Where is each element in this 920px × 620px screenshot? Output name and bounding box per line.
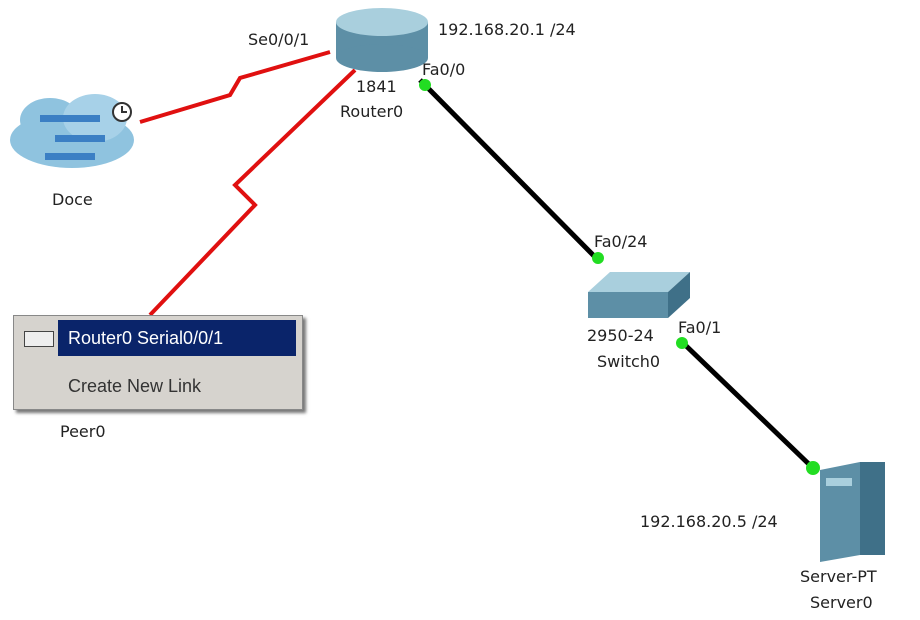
router-name-label: Router0 [340, 102, 404, 121]
switch-down-port-label: Fa0/1 [678, 318, 722, 337]
server-ip-label: 192.168.20.5 /24 [640, 512, 778, 531]
router-ip-label: 192.168.20.1 /24 [438, 20, 576, 39]
switch-model-label: 2950-24 [587, 326, 654, 345]
cloud-name-label: Doce [52, 190, 93, 209]
serial-port-icon [24, 331, 54, 347]
link-light [676, 337, 688, 349]
menu-item-create-new-link[interactable]: Create New Link [68, 375, 202, 396]
switch-up-port-label: Fa0/24 [594, 232, 648, 251]
router-serial-port-label: Se0/0/1 [248, 30, 310, 49]
link-context-menu: Router0 Serial0/0/1 Create New Link [13, 315, 303, 410]
router-fa-port-label: Fa0/0 [422, 60, 466, 79]
router-icon[interactable] [336, 8, 428, 72]
server-icon[interactable] [820, 462, 885, 562]
serial-link-peer-router[interactable] [148, 68, 357, 317]
link-light [806, 461, 820, 475]
link-light [592, 252, 604, 264]
peer-name-label: Peer0 [60, 422, 106, 441]
cloud-icon[interactable] [10, 94, 134, 168]
switch-icon[interactable] [588, 272, 690, 318]
serial-link-cloud-router[interactable] [139, 50, 331, 124]
clock-icon [112, 102, 132, 122]
ethernet-link-switch-server[interactable] [678, 338, 817, 472]
server-model-label: Server-PT [800, 567, 877, 586]
server-name-label: Server0 [810, 593, 873, 612]
switch-name-label: Switch0 [597, 352, 661, 371]
router-model-label: 1841 [356, 77, 397, 96]
ethernet-link-router-switch[interactable] [418, 78, 602, 264]
menu-item-router0-serial[interactable]: Router0 Serial0/0/1 [58, 320, 296, 356]
link-light [419, 79, 431, 91]
